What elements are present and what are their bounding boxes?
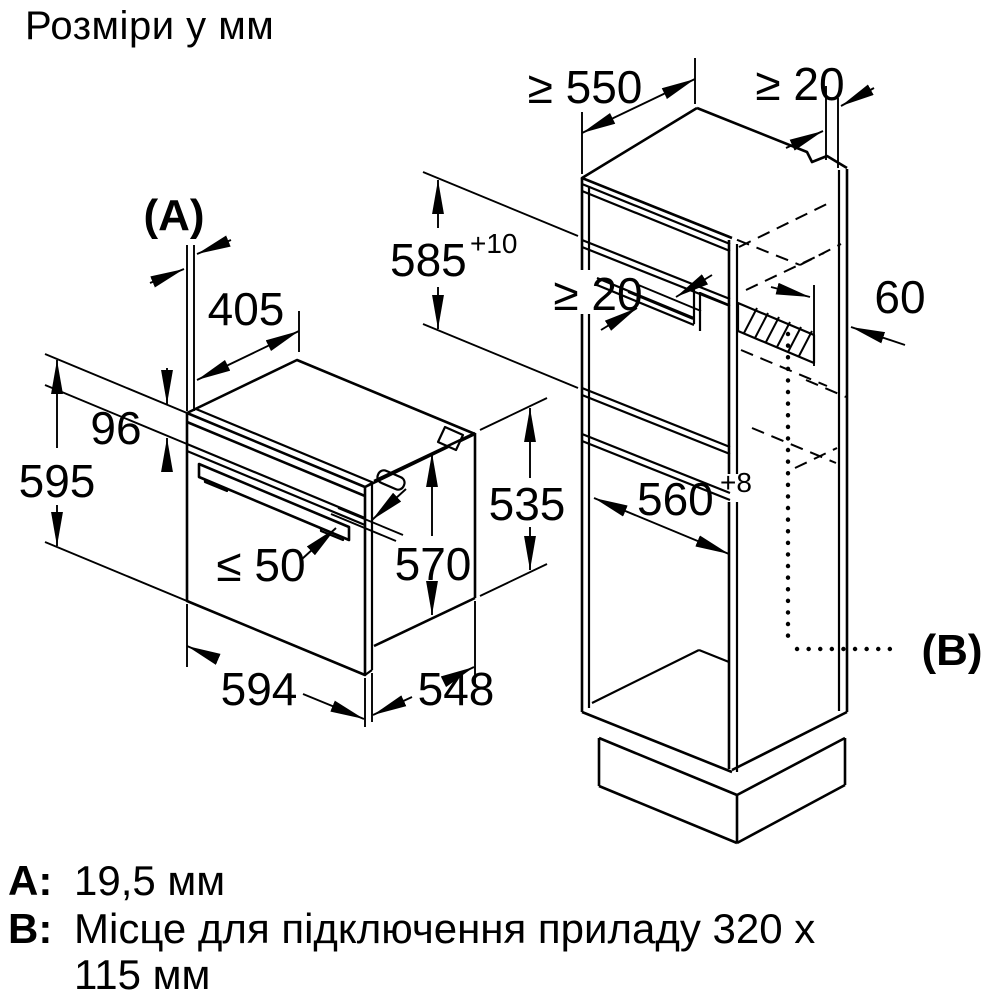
dim-vent-depth bbox=[770, 282, 906, 366]
legend-b-text: Місце для підключення приладу 320 x 115 … bbox=[74, 906, 988, 998]
dim-label-20-mid: ≥ 20 bbox=[553, 268, 642, 320]
cabinet-drawing bbox=[580, 106, 903, 845]
dim-label-96: 96 bbox=[90, 402, 141, 454]
label-a: (A) bbox=[143, 191, 204, 240]
dim-label-560-tol: +8 bbox=[720, 467, 752, 498]
legend: A: 19,5 мм B: Місце для підключення прил… bbox=[8, 857, 988, 1000]
oven-dimensions bbox=[44, 235, 548, 727]
legend-a-text: 19,5 мм bbox=[74, 857, 226, 904]
cabinet-hidden-edges bbox=[738, 200, 847, 469]
dim-label-550: ≥ 550 bbox=[528, 61, 643, 113]
dim-niche-height bbox=[422, 171, 579, 389]
cabinet-plinth bbox=[597, 736, 847, 845]
dim-oven-width bbox=[186, 604, 373, 727]
dim-label-535: 535 bbox=[489, 478, 566, 530]
dim-top-setback bbox=[196, 311, 300, 381]
dim-label-585-tol: +10 bbox=[470, 228, 518, 259]
dim-label-405: 405 bbox=[208, 283, 285, 335]
oven-handle bbox=[197, 462, 351, 542]
dim-label-595: 595 bbox=[19, 455, 96, 507]
dim-label-594: 594 bbox=[221, 663, 298, 715]
cabinet-dimensions bbox=[422, 58, 906, 555]
dim-label-50: ≤ 50 bbox=[216, 539, 305, 591]
dim-label-570: 570 bbox=[395, 538, 472, 590]
legend-a-label: A: bbox=[8, 857, 53, 904]
dim-label-548: 548 bbox=[418, 663, 495, 715]
dim-door-gap bbox=[149, 235, 232, 411]
page-title: Розміри у мм bbox=[25, 4, 275, 48]
legend-b-label: B: bbox=[8, 905, 53, 953]
dim-oven-depth bbox=[372, 601, 476, 716]
legend-row-b: B: Місце для підключення приладу 320 x 1… bbox=[8, 905, 988, 998]
label-b: (B) bbox=[921, 626, 982, 675]
dim-casing-height bbox=[479, 397, 548, 597]
b-leader-dotted bbox=[785, 331, 903, 652]
oven-grip-cutout bbox=[376, 469, 406, 491]
dim-label-20-top: ≥ 20 bbox=[755, 58, 844, 110]
dim-cabinet-depth bbox=[581, 58, 696, 174]
dimension-drawing: (A) 405 96 595 ≤ 50 570 535 594 548 bbox=[19, 58, 983, 845]
dim-door-protrusion bbox=[301, 488, 407, 560]
dim-rear-gap-mid bbox=[600, 274, 713, 331]
dim-label-560: 560 bbox=[637, 473, 714, 525]
legend-b-line1: Місце для підключення приладу 320 x bbox=[74, 905, 816, 953]
dim-rear-gap-top bbox=[785, 84, 875, 168]
dim-label-585: 585 bbox=[390, 234, 467, 286]
dim-niche-width bbox=[593, 497, 730, 555]
oven-drawing bbox=[185, 358, 477, 677]
oven-top-notch bbox=[436, 425, 465, 452]
legend-row-a: A: 19,5 мм bbox=[8, 857, 988, 904]
dim-label-60: 60 bbox=[874, 271, 925, 323]
legend-b-line2: 115 мм bbox=[74, 951, 211, 999]
